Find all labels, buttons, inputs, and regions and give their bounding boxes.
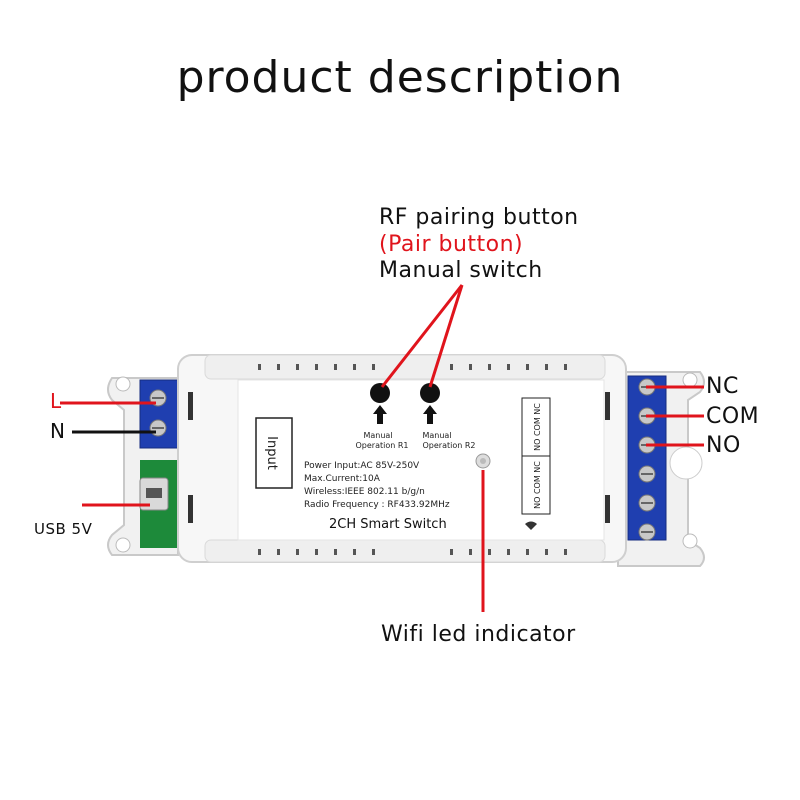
vent-slot [277, 364, 280, 370]
pair-button-label: (Pair button) [379, 232, 524, 257]
vent-slot [296, 364, 299, 370]
device-name: 2CH Smart Switch [329, 517, 447, 532]
arrow-up-icon [423, 405, 437, 424]
input-label-box [255, 417, 293, 489]
left-screw-hole-top [115, 376, 131, 392]
right-notch [669, 446, 703, 480]
wifi-icon [525, 521, 537, 530]
left-screw-hole-bottom [115, 537, 131, 553]
right-screw-hole-top [682, 372, 698, 388]
vent-slot [334, 549, 337, 555]
spec-wireless: Wireless:IEEE 802.11 b/g/n [304, 487, 425, 497]
vent-slot [334, 364, 337, 370]
vent-slot [372, 549, 375, 555]
vent-slot [564, 549, 567, 555]
vent-slot [296, 549, 299, 555]
btn2-label-line1: Manual [422, 431, 451, 440]
terminal-nc-label: NC [706, 374, 739, 399]
vent-slot [507, 549, 510, 555]
btn2-label-line2: Operation R2 [422, 441, 475, 450]
vent-slot [277, 549, 280, 555]
manual-button-r1[interactable] [370, 383, 390, 403]
vent-slot [315, 549, 318, 555]
vent-slot [372, 364, 375, 370]
input-label: Input [264, 436, 279, 470]
spec-power: Power Input:AC 85V-250V [304, 461, 420, 471]
vent-slot [450, 364, 453, 370]
vent-slot [258, 364, 261, 370]
terminal-com-label: COM [706, 404, 760, 429]
relay-label-2: NO COM NC [533, 461, 542, 509]
arrow-up-icon [373, 405, 387, 424]
rf-pairing-label: RF pairing button [379, 205, 579, 230]
relay-label-box-2 [521, 455, 551, 515]
usb-label: USB 5V [34, 520, 93, 538]
vent-slot [469, 364, 472, 370]
vent-slot [353, 364, 356, 370]
wifi-led-label: Wifi led indicator [381, 622, 576, 647]
vent-slot [450, 549, 453, 555]
spec-radio: Radio Frequency : RF433.92MHz [304, 500, 450, 510]
vent-slot [315, 364, 318, 370]
vent-slot [545, 364, 548, 370]
terminal-l-label: L [50, 389, 62, 413]
top-rim [204, 354, 606, 380]
vent-slot [564, 364, 567, 370]
terminal-no-label: NO [706, 433, 741, 458]
right-terminal-block [627, 375, 667, 541]
manual-button-r2[interactable] [420, 383, 440, 403]
vent-slot [258, 549, 261, 555]
vent-slot [545, 549, 548, 555]
vent-slot [353, 549, 356, 555]
vent-slot [526, 364, 529, 370]
spec-current: Max.Current:10A [304, 474, 381, 484]
page-title: product description [176, 52, 624, 103]
right-screw-hole-bottom [682, 533, 698, 549]
callout-lines [60, 284, 704, 612]
relay-label-1: NO COM NC [533, 403, 542, 451]
vent-slot [526, 549, 529, 555]
manual-switch-label: Manual switch [379, 258, 543, 283]
btn1-label-line1: Manual [363, 431, 392, 440]
terminal-n-label: N [50, 419, 66, 443]
vent-slot [488, 549, 491, 555]
vent-slot [488, 364, 491, 370]
vent-slot [469, 549, 472, 555]
vent-slot [507, 364, 510, 370]
btn1-label-line2: Operation R1 [355, 441, 408, 450]
